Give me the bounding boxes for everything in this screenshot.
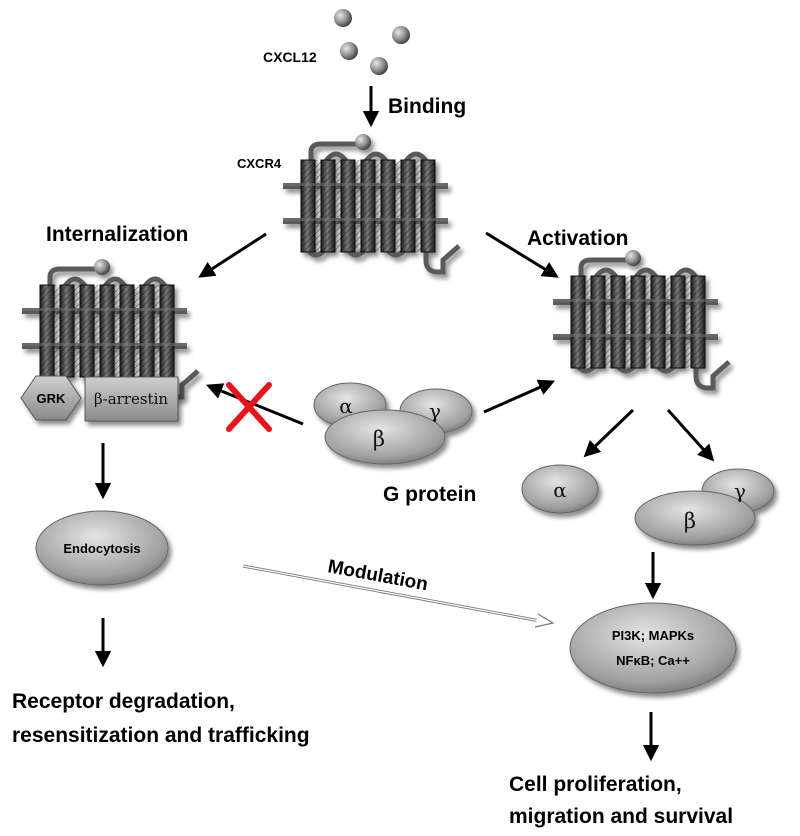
free-alpha-label: α [553,478,567,502]
binding-label: Binding [388,95,466,118]
g-alpha-subunit [521,464,599,514]
beta-arrestin-label: β-arrestin [94,390,168,408]
beta-arrestin: β-arrestin [84,376,179,422]
signaling-line1: PI3K; MAPKs [612,628,694,643]
g-protein-heterotrimer [313,382,473,465]
grk-label: GRK [37,391,67,406]
left-outcome-line2: resensitization and trafficking [12,724,310,747]
left-outcome-line1: Receptor degradation, [12,690,235,713]
cxcr4-label: CXCR4 [237,156,282,171]
g-protein-coupling-arrow [483,379,556,414]
right-outcome-line2: migration and survival [509,805,733,828]
cxcr4-receptor-activated [553,250,729,388]
cxcl12-label: CXCL12 [263,49,317,65]
right-outcome-line1: Cell proliferation, [509,773,682,796]
internalization-arrow [198,232,267,278]
signaling-line2: NFκB; Ca++ [616,653,690,668]
g-beta-label: β [373,427,385,451]
endocytosis-label: Endocytosis [63,541,140,556]
g-beta-gamma-subunit [634,468,775,546]
internalization-label: Internalization [46,223,188,246]
free-gamma-label: γ [734,479,746,503]
alpha-dissociation-arrow [583,408,635,458]
signaling-pathways-ellipse [569,602,737,694]
cxcl12-ligand-particles [334,9,410,75]
free-beta-label: β [684,509,696,533]
cxcr4-receptor-top [283,134,459,272]
activation-arrow [485,231,559,278]
grk-kinase: GRK [20,375,82,421]
endocytosis-ellipse [35,510,169,586]
blocked-x-icon [226,382,272,432]
g-alpha-label: α [339,394,353,418]
g-protein-label: G protein [383,483,476,506]
blocked-arrow [205,383,304,426]
activation-label: Activation [527,227,629,250]
beta-gamma-dissociation-arrow [666,408,715,462]
modulation-arrow-head [534,613,555,628]
g-gamma-label: γ [429,399,441,423]
